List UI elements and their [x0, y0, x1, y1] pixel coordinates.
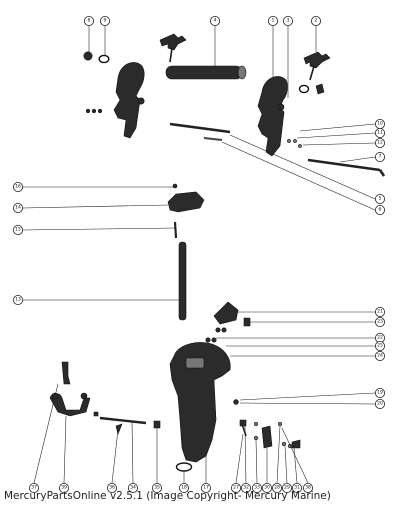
svg-text:25: 25 — [377, 343, 383, 349]
svg-text:8: 8 — [88, 18, 91, 24]
svg-text:16: 16 — [15, 184, 21, 190]
svg-text:38: 38 — [305, 485, 311, 491]
callout-24: 24 — [374, 350, 385, 361]
svg-text:9: 9 — [104, 18, 107, 24]
svg-text:35: 35 — [154, 485, 160, 491]
callout-14: 14 — [12, 202, 23, 213]
callout-20: 20 — [374, 398, 385, 409]
callout-36: 36 — [107, 482, 118, 493]
svg-text:33: 33 — [254, 485, 260, 491]
callout-29: 29 — [281, 482, 292, 493]
left-clamp-bracket — [113, 62, 145, 139]
callout-39: 39 — [59, 482, 70, 493]
svg-text:34: 34 — [130, 485, 136, 491]
svg-text:7: 7 — [379, 154, 382, 160]
callout-11: 11 — [374, 127, 385, 138]
callout-18: 18 — [178, 482, 189, 493]
callout-34: 34 — [127, 482, 138, 493]
callout-6: 6 — [374, 204, 385, 215]
callout-25: 25 — [374, 340, 385, 351]
svg-text:29: 29 — [284, 485, 290, 491]
callout-16: 16 — [12, 181, 23, 192]
svg-text:14: 14 — [15, 205, 21, 211]
callout-35: 35 — [151, 482, 162, 493]
svg-text:39: 39 — [61, 485, 67, 491]
callout-38: 38 — [302, 482, 313, 493]
svg-text:28: 28 — [274, 485, 280, 491]
svg-text:2: 2 — [315, 18, 318, 24]
callout-27: 27 — [230, 482, 241, 493]
svg-text:37: 37 — [31, 485, 37, 491]
svg-text:19: 19 — [377, 390, 383, 396]
swivel-tube — [165, 65, 243, 80]
svg-text:6: 6 — [379, 207, 382, 213]
svg-text:22: 22 — [377, 335, 383, 341]
swivel-bracket-top — [167, 191, 205, 213]
svg-text:27: 27 — [233, 485, 239, 491]
callout-15: 15 — [12, 224, 23, 235]
callout-2: 2 — [310, 15, 321, 26]
svg-text:11: 11 — [377, 130, 383, 136]
svg-text:3: 3 — [287, 18, 290, 24]
callout-9: 9 — [100, 15, 111, 26]
leader-lines — [22, 25, 376, 484]
svg-text:17: 17 — [203, 485, 209, 491]
callout-1: 1 — [267, 15, 278, 26]
callout-30: 30 — [261, 482, 272, 493]
callout-33: 33 — [251, 482, 262, 493]
callout-28: 28 — [271, 482, 282, 493]
callout-13: 13 — [12, 294, 23, 305]
svg-text:1: 1 — [272, 18, 275, 24]
svg-text:4: 4 — [214, 18, 217, 24]
svg-text:15: 15 — [15, 227, 21, 233]
callout-17: 17 — [200, 482, 211, 493]
callout-19: 19 — [374, 387, 385, 398]
callouts: 8 9 4 1 3 2 10 11 12 7 5 6 16 14 15 13 2… — [12, 15, 385, 493]
svg-text:10: 10 — [377, 121, 383, 127]
callout-3: 3 — [282, 15, 293, 26]
callout-32: 32 — [240, 482, 251, 493]
steering-pin — [178, 241, 187, 321]
callout-31: 31 — [291, 482, 302, 493]
callout-23: 23 — [374, 316, 385, 327]
copyright-caption: MercuryPartsOnline v2.5.1 (Image Copyrig… — [4, 490, 331, 502]
svg-text:23: 23 — [377, 319, 383, 325]
svg-text:21: 21 — [377, 309, 383, 315]
svg-text:18: 18 — [181, 485, 187, 491]
right-clamp-bracket — [257, 76, 288, 157]
svg-text:13: 13 — [15, 297, 21, 303]
callout-7: 7 — [374, 151, 385, 162]
swivel-bracket-body — [169, 342, 231, 463]
callout-21: 21 — [374, 306, 385, 317]
callout-4: 4 — [209, 15, 220, 26]
svg-text:5: 5 — [379, 196, 382, 202]
callout-12: 12 — [374, 137, 385, 148]
svg-text:24: 24 — [377, 353, 383, 359]
svg-text:12: 12 — [377, 140, 383, 146]
callout-10: 10 — [374, 119, 385, 130]
callout-5: 5 — [374, 193, 385, 204]
parts-drawing — [49, 33, 386, 472]
svg-text:32: 32 — [243, 485, 249, 491]
svg-text:36: 36 — [109, 485, 115, 491]
svg-text:30: 30 — [264, 485, 270, 491]
callout-37: 37 — [28, 482, 39, 493]
svg-text:20: 20 — [377, 401, 383, 407]
svg-text:31: 31 — [294, 485, 300, 491]
callout-8: 8 — [84, 15, 95, 26]
